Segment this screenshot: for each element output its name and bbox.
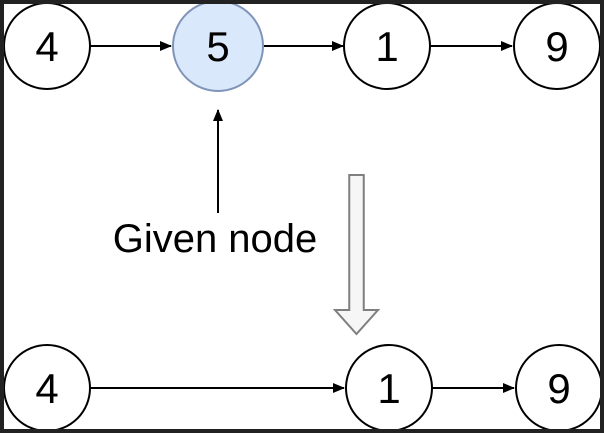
node-value: 4 [35,365,58,412]
node-bottom-0: 4 [3,344,91,432]
node-value: 1 [377,365,400,412]
node-top-0: 4 [3,2,91,90]
given-node-label: Given node [113,217,318,261]
transform-down-arrow-icon [332,174,381,336]
bottom-linked-list: 4 1 9 [3,344,603,432]
node-top-3: 9 [513,2,601,90]
node-value: 9 [547,365,570,412]
node-value: 9 [545,23,568,70]
top-linked-list: 4 5 1 9 [3,0,601,92]
node-top-1-given: 5 [172,0,264,92]
node-bottom-1: 1 [345,344,433,432]
node-bottom-2: 9 [515,344,603,432]
node-value: 1 [375,23,398,70]
node-value: 4 [35,23,58,70]
given-node-annotation: Given node [113,109,318,261]
node-value: 5 [206,23,229,70]
node-top-2: 1 [343,2,431,90]
